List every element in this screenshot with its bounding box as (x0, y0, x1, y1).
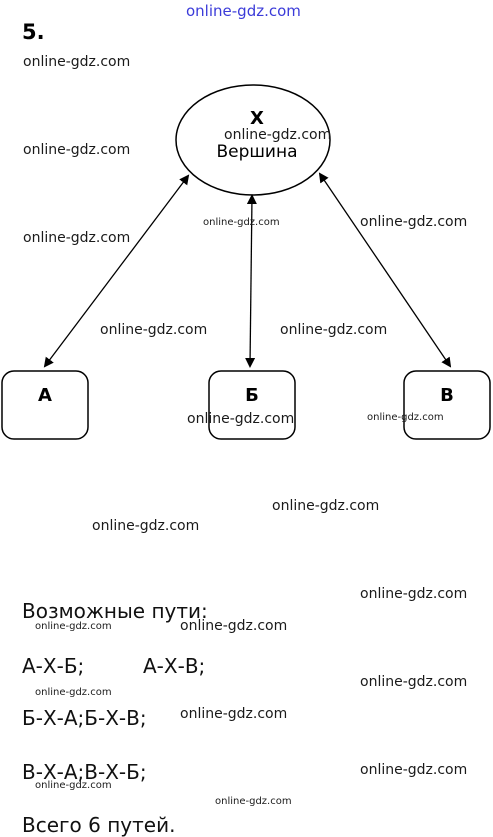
watermark: online-gdz.com (224, 127, 332, 143)
node-v-box (403, 370, 491, 440)
watermark: online-gdz.com (35, 687, 112, 698)
answer-line-3: В-Х-А;В-Х-Б; (22, 760, 147, 784)
watermark: online-gdz.com (180, 706, 288, 722)
vertex-x-label: Вершина (216, 142, 297, 162)
watermark: online-gdz.com (360, 586, 468, 602)
watermark: online-gdz.com (215, 796, 292, 807)
vertex-x-letter: Х (250, 108, 264, 129)
watermark: online-gdz.com (360, 674, 468, 690)
watermark: online-gdz.com (92, 518, 200, 534)
edge-x-a (43, 174, 190, 368)
watermark: online-gdz.com (35, 621, 112, 632)
watermark: online-gdz.com (100, 322, 208, 338)
answer-line-1a: А-Х-Б; (22, 654, 85, 678)
node-v-label: В (440, 385, 454, 406)
watermark: online-gdz.com (272, 498, 380, 514)
watermark: online-gdz.com (367, 412, 444, 423)
node-a-box (1, 370, 89, 440)
watermark: online-gdz.com (360, 214, 468, 230)
node-b-label: Б (245, 385, 259, 406)
answer-line-1b: А-Х-В; (143, 654, 206, 678)
edge-x-b (245, 194, 257, 368)
watermark: online-gdz.com (180, 618, 288, 634)
answer-line-2: Б-Х-А;Б-Х-В; (22, 706, 147, 730)
node-a-label: А (38, 385, 52, 406)
watermark: online-gdz.com (23, 230, 131, 246)
watermark: online-gdz.com (360, 762, 468, 778)
watermark: online-gdz.com (187, 411, 295, 427)
node-b-box (208, 370, 296, 440)
watermark: online-gdz.com (280, 322, 388, 338)
edge-x-v (318, 172, 452, 368)
watermark: online-gdz.com (35, 780, 112, 791)
problem-number: 5. (22, 20, 45, 44)
watermark: online-gdz.com (186, 2, 301, 20)
watermark: online-gdz.com (23, 54, 131, 70)
answer-total: Всего 6 путей. (22, 813, 176, 837)
watermark: online-gdz.com (203, 217, 280, 228)
answer-heading: Возможные пути: (22, 599, 208, 623)
watermark: online-gdz.com (23, 142, 131, 158)
